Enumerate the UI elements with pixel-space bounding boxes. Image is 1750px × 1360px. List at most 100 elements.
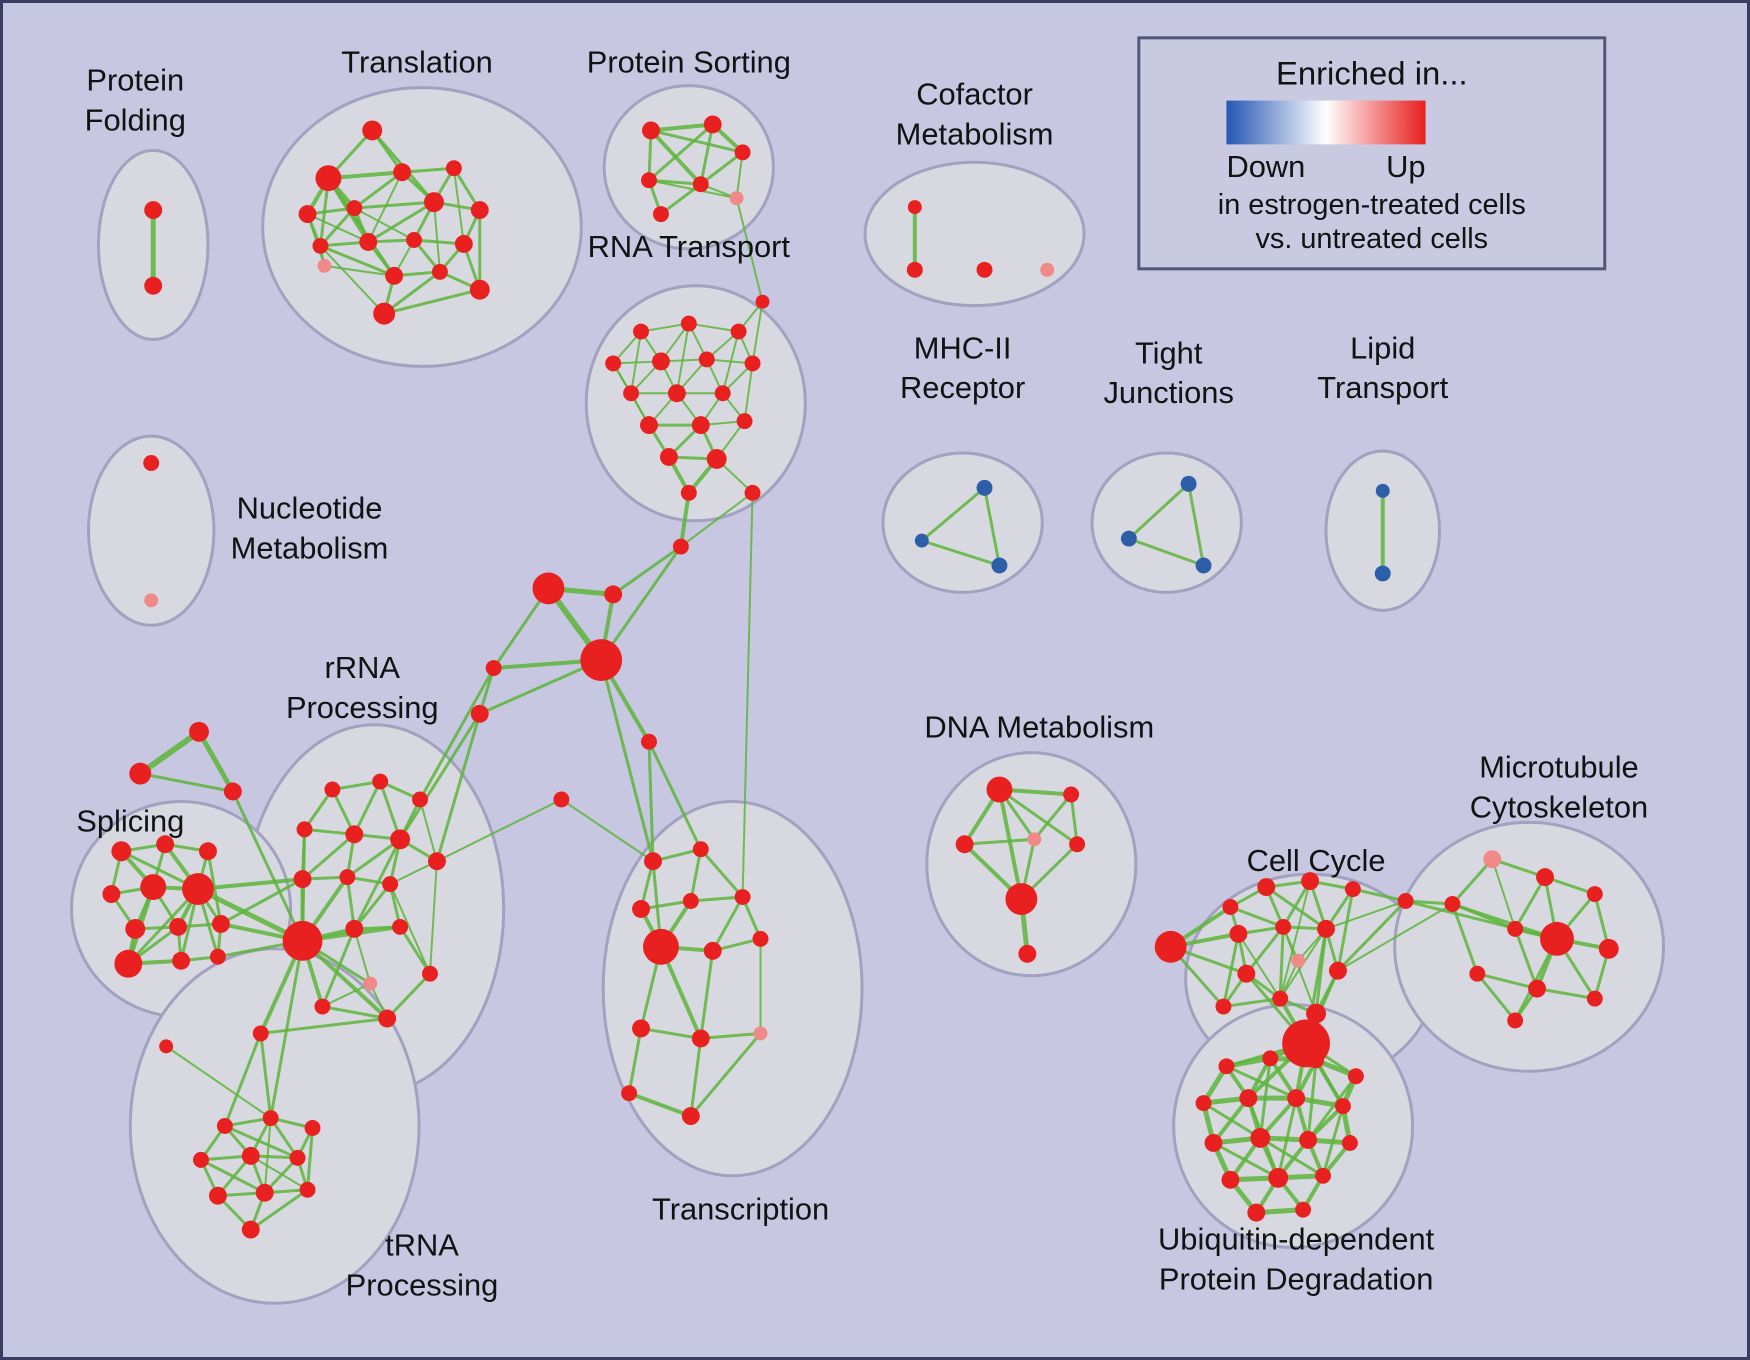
- legend-box: [1137, 36, 1607, 271]
- edge: [920, 486, 987, 543]
- gene-set-node: [1291, 953, 1306, 968]
- edge: [1351, 887, 1408, 903]
- edge: [323, 264, 396, 277]
- gene-set-node: [644, 852, 662, 871]
- gene-set-node: [427, 852, 446, 871]
- gene-set-node: [198, 842, 217, 861]
- gene-set-node: [223, 782, 242, 801]
- cluster-label-lipid-transport: Transport: [1317, 370, 1448, 405]
- gene-set-node: [412, 791, 428, 808]
- edge: [1513, 927, 1539, 991]
- edge: [269, 1116, 300, 1160]
- edge: [318, 244, 396, 278]
- gene-set-node: [1063, 786, 1080, 803]
- gene-set-node: [193, 1151, 209, 1168]
- gene-set-node: [605, 355, 622, 372]
- edge: [223, 1031, 263, 1128]
- gene-set-node: [632, 1019, 650, 1038]
- edge: [997, 787, 1024, 902]
- gene-set-node: [659, 448, 678, 466]
- edge: [627, 1026, 643, 1095]
- gene-set-node: [445, 160, 462, 177]
- gene-set-node: [114, 949, 143, 978]
- edge: [1264, 885, 1328, 931]
- gene-set-node: [1195, 1095, 1212, 1112]
- gene-set-node: [390, 829, 411, 850]
- gene-set-node: [189, 721, 209, 742]
- edge: [301, 832, 356, 881]
- gene-set-node: [255, 1183, 274, 1202]
- cluster-label-trna-processing: Processing: [346, 1267, 499, 1302]
- gene-set-node: [359, 232, 378, 251]
- gene-set-node: [736, 413, 753, 430]
- gene-set-node: [216, 1118, 233, 1134]
- edge: [699, 847, 745, 899]
- gene-set-node: [373, 302, 396, 325]
- gene-set-node: [1295, 1201, 1312, 1218]
- gene-set-node: [744, 355, 761, 372]
- gene-set-node: [454, 234, 473, 253]
- gene-set-node: [991, 557, 1008, 574]
- gene-set-node: [324, 781, 341, 798]
- gene-set-node: [1272, 990, 1289, 1007]
- cluster-label-ubiquitin-protein-degradation: Ubiquitin-dependent: [1158, 1221, 1435, 1256]
- gene-set-node: [680, 484, 697, 501]
- edge: [689, 1031, 763, 1118]
- gene-set-node: [652, 206, 669, 223]
- gene-set-node: [651, 352, 670, 371]
- edge: [743, 362, 754, 423]
- edge: [649, 128, 745, 154]
- gene-set-node: [312, 237, 329, 254]
- edge: [1325, 900, 1407, 930]
- edge: [435, 798, 563, 863]
- gene-set-node: [730, 323, 747, 340]
- edge: [1258, 1136, 1325, 1178]
- gene-set-node: [553, 791, 570, 808]
- edge: [418, 666, 496, 801]
- gene-set-node: [1598, 938, 1619, 959]
- gene-set-node: [304, 1120, 321, 1136]
- gene-set-node: [346, 200, 363, 217]
- gene-set-node: [317, 258, 332, 273]
- edge: [1187, 482, 1206, 568]
- edge: [560, 798, 654, 863]
- gene-set-node: [976, 261, 993, 278]
- gene-set-node: [1180, 475, 1197, 492]
- edge: [1221, 997, 1282, 1009]
- gene-set-node: [262, 1110, 279, 1127]
- edge: [382, 270, 442, 316]
- edge: [1336, 903, 1454, 972]
- gene-set-node: [129, 762, 152, 785]
- gene-set-node: [682, 893, 699, 909]
- gene-set-node: [172, 951, 191, 970]
- gene-set-node: [692, 841, 709, 858]
- edge: [419, 798, 438, 863]
- gene-set-node: [1397, 893, 1414, 909]
- cluster-transcription: [601, 799, 864, 1178]
- gene-set-node: [1018, 944, 1037, 963]
- gene-set-node: [1275, 918, 1292, 935]
- edge: [196, 729, 236, 794]
- cluster-label-cell-cycle: Cell Cycle: [1247, 843, 1386, 878]
- edge: [366, 200, 436, 244]
- gene-set-node: [345, 919, 364, 938]
- gene-set-node: [672, 538, 689, 555]
- edge: [1211, 1096, 1251, 1145]
- gene-set-node: [140, 874, 167, 901]
- gene-set-node: [422, 965, 438, 982]
- gene-set-node: [580, 639, 623, 681]
- edge: [138, 772, 235, 793]
- edge: [382, 288, 482, 316]
- gene-set-node: [744, 484, 761, 501]
- edge: [428, 860, 438, 975]
- edge: [678, 490, 691, 549]
- gene-set-node: [703, 941, 722, 960]
- gene-set-node: [144, 276, 163, 295]
- cluster-label-translation: Translation: [341, 45, 493, 80]
- cluster-dna-metabolism: [925, 751, 1138, 978]
- gene-set-node: [362, 120, 383, 141]
- edge: [1450, 857, 1494, 906]
- gene-set-node: [289, 1149, 306, 1166]
- gene-set-node: [1444, 896, 1461, 912]
- edge: [689, 847, 703, 903]
